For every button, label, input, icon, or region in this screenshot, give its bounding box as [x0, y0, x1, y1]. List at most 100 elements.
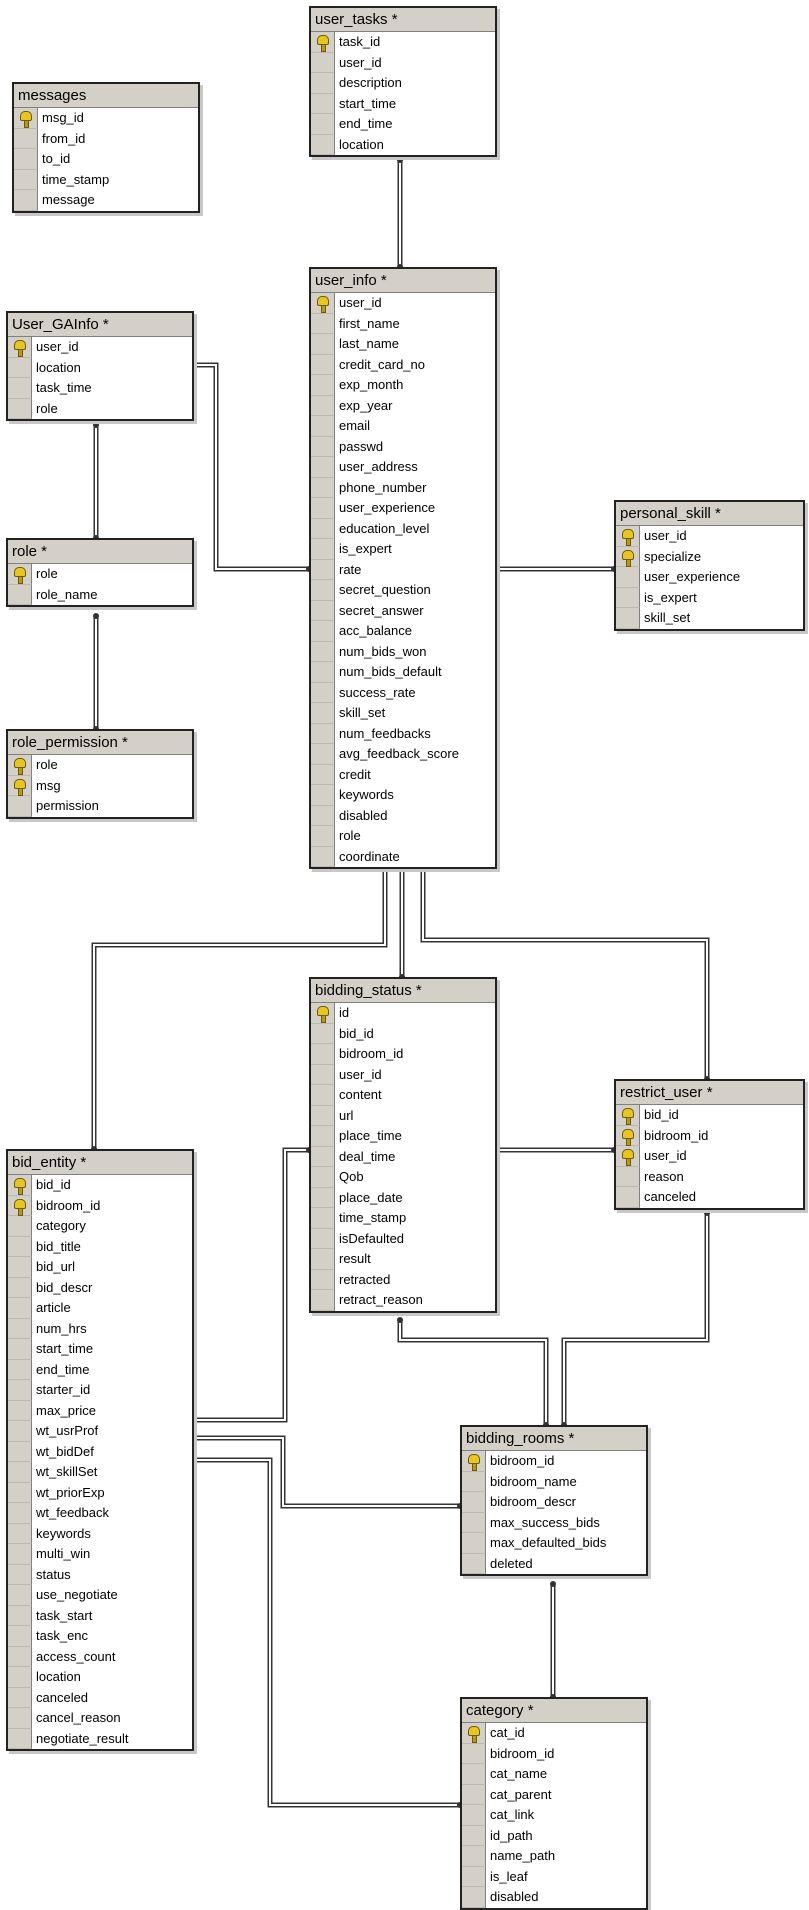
column-row[interactable]: credit_card_no — [311, 354, 495, 375]
column-row[interactable]: bidroom_id — [8, 1195, 192, 1216]
column-row[interactable]: msg — [8, 775, 192, 796]
column-row[interactable]: role_name — [8, 584, 192, 605]
column-row[interactable]: first_name — [311, 313, 495, 334]
column-row[interactable]: phone_number — [311, 477, 495, 498]
column-row[interactable]: end_time — [311, 114, 495, 135]
column-row[interactable]: wt_feedback — [8, 1503, 192, 1524]
column-row[interactable]: canceled — [8, 1687, 192, 1708]
column-row[interactable]: deal_time — [311, 1146, 495, 1167]
column-row[interactable]: bid_descr — [8, 1277, 192, 1298]
column-row[interactable]: multi_win — [8, 1544, 192, 1565]
column-row[interactable]: url — [311, 1105, 495, 1126]
column-row[interactable]: passwd — [311, 436, 495, 457]
column-row[interactable]: cat_link — [462, 1805, 646, 1826]
column-row[interactable]: is_expert — [616, 587, 803, 608]
column-row[interactable]: cat_id — [462, 1723, 646, 1744]
column-row[interactable]: wt_priorExp — [8, 1482, 192, 1503]
column-row[interactable]: bidroom_name — [462, 1471, 646, 1492]
column-row[interactable]: to_id — [14, 149, 198, 170]
column-row[interactable]: task_time — [8, 378, 192, 399]
column-row[interactable]: user_id — [311, 52, 495, 73]
column-row[interactable]: user_experience — [311, 498, 495, 519]
column-row[interactable]: place_date — [311, 1187, 495, 1208]
column-row[interactable]: max_defaulted_bids — [462, 1533, 646, 1554]
column-row[interactable]: task_enc — [8, 1626, 192, 1647]
column-row[interactable]: num_feedbacks — [311, 723, 495, 744]
column-row[interactable]: from_id — [14, 128, 198, 149]
column-row[interactable]: user_id — [616, 1146, 803, 1167]
column-row[interactable]: success_rate — [311, 682, 495, 703]
column-row[interactable]: keywords — [311, 785, 495, 806]
column-row[interactable]: max_price — [8, 1400, 192, 1421]
column-row[interactable]: max_success_bids — [462, 1512, 646, 1533]
column-row[interactable]: user_experience — [616, 567, 803, 588]
column-row[interactable]: description — [311, 73, 495, 94]
column-row[interactable]: exp_month — [311, 375, 495, 396]
column-row[interactable]: content — [311, 1085, 495, 1106]
column-row[interactable]: num_bids_won — [311, 641, 495, 662]
column-row[interactable]: access_count — [8, 1646, 192, 1667]
column-row[interactable]: disabled — [462, 1887, 646, 1908]
column-row[interactable]: user_id — [616, 526, 803, 547]
column-row[interactable]: starter_id — [8, 1380, 192, 1401]
column-row[interactable]: retracted — [311, 1269, 495, 1290]
column-row[interactable]: disabled — [311, 805, 495, 826]
column-row[interactable]: wt_usrProf — [8, 1421, 192, 1442]
column-row[interactable]: role — [8, 755, 192, 776]
column-row[interactable]: credit — [311, 764, 495, 785]
column-row[interactable]: id_path — [462, 1825, 646, 1846]
column-row[interactable]: coordinate — [311, 846, 495, 867]
column-row[interactable]: end_time — [8, 1359, 192, 1380]
column-row[interactable]: user_address — [311, 457, 495, 478]
column-row[interactable]: bidroom_id — [616, 1125, 803, 1146]
column-row[interactable]: education_level — [311, 518, 495, 539]
column-row[interactable]: task_start — [8, 1605, 192, 1626]
column-row[interactable]: place_time — [311, 1126, 495, 1147]
column-row[interactable]: task_id — [311, 32, 495, 53]
column-row[interactable]: msg_id — [14, 108, 198, 129]
column-row[interactable]: time_stamp — [14, 169, 198, 190]
column-row[interactable]: user_id — [311, 293, 495, 314]
column-row[interactable]: canceled — [616, 1187, 803, 1208]
column-row[interactable]: secret_question — [311, 580, 495, 601]
column-row[interactable]: role — [311, 826, 495, 847]
column-row[interactable]: avg_feedback_score — [311, 744, 495, 765]
column-row[interactable]: num_hrs — [8, 1318, 192, 1339]
column-row[interactable]: specialize — [616, 546, 803, 567]
column-row[interactable]: location — [8, 1667, 192, 1688]
column-row[interactable]: exp_year — [311, 395, 495, 416]
column-row[interactable]: id — [311, 1003, 495, 1024]
column-row[interactable]: isDefaulted — [311, 1228, 495, 1249]
column-row[interactable]: location — [8, 357, 192, 378]
column-row[interactable]: permission — [8, 796, 192, 817]
column-row[interactable]: message — [14, 190, 198, 211]
column-row[interactable]: bidroom_descr — [462, 1492, 646, 1513]
column-row[interactable]: negotiate_result — [8, 1728, 192, 1749]
column-row[interactable]: reason — [616, 1166, 803, 1187]
column-row[interactable]: bid_title — [8, 1236, 192, 1257]
column-row[interactable]: is_expert — [311, 539, 495, 560]
column-row[interactable]: bidroom_id — [311, 1044, 495, 1065]
column-row[interactable]: retract_reason — [311, 1290, 495, 1311]
column-row[interactable]: secret_answer — [311, 600, 495, 621]
column-row[interactable]: start_time — [311, 93, 495, 114]
column-row[interactable]: bid_id — [616, 1105, 803, 1126]
column-row[interactable]: user_id — [311, 1064, 495, 1085]
column-row[interactable]: article — [8, 1298, 192, 1319]
column-row[interactable]: cat_parent — [462, 1784, 646, 1805]
column-row[interactable]: bidroom_id — [462, 1451, 646, 1472]
column-row[interactable]: wt_bidDef — [8, 1441, 192, 1462]
column-row[interactable]: bidroom_id — [462, 1743, 646, 1764]
column-row[interactable]: use_negotiate — [8, 1585, 192, 1606]
